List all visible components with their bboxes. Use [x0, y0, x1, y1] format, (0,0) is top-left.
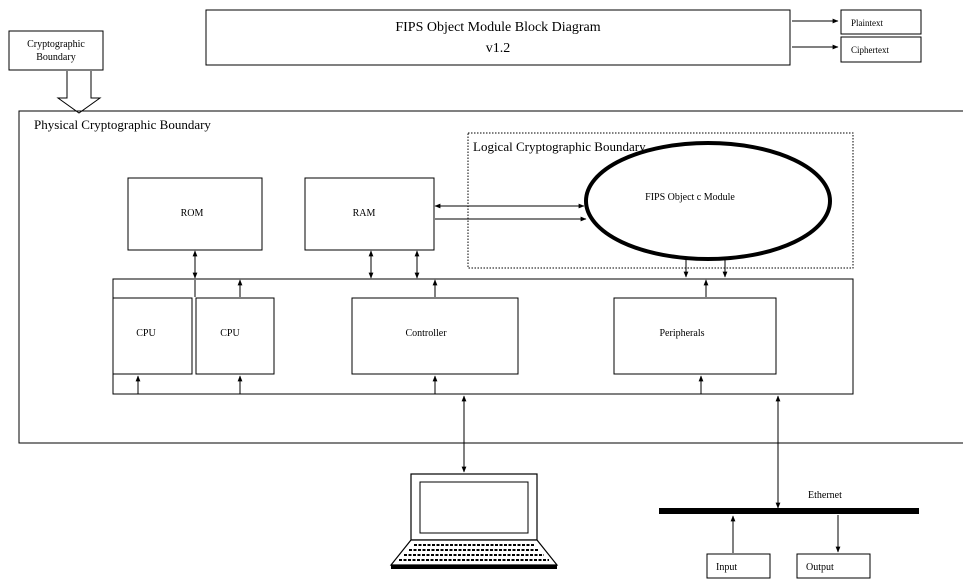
peripherals-label: Peripherals [660, 328, 705, 339]
diagram-version: v1.2 [486, 41, 511, 56]
cpu2-label: CPU [220, 328, 240, 339]
rom-block: ROM [127, 177, 263, 251]
controller-label: Controller [405, 328, 447, 339]
cryptographic-boundary-legend: Cryptographic Boundary [8, 30, 104, 71]
cpu-block-2: CPU [195, 297, 275, 375]
cpu-block-1: CPU [112, 297, 193, 375]
fips-module-label: FIPS Object c Module [645, 192, 735, 203]
peripherals-block: Peripherals [613, 297, 777, 375]
output-box: Output [796, 553, 871, 579]
output-label: Output [806, 562, 834, 573]
ethernet-label: Ethernet [808, 490, 842, 501]
ram-block: RAM [304, 177, 435, 251]
fips-object-module: FIPS Object c Module [584, 141, 832, 261]
rom-label: ROM [181, 208, 204, 219]
laptop-icon [389, 473, 559, 569]
ethernet-bar [659, 508, 919, 514]
logical-boundary-label: Logical Cryptographic Boundary [473, 139, 646, 154]
plaintext-legend-box: Plaintext [840, 9, 922, 35]
cryptographic-boundary-legend-line1: Cryptographic [27, 39, 85, 50]
hollow-down-arrow [56, 71, 102, 114]
plaintext-legend-label: Plaintext [851, 18, 883, 28]
diagram-title: FIPS Object Module Block Diagram [395, 20, 600, 35]
cpu1-label: CPU [136, 328, 156, 339]
ciphertext-legend-box: Ciphertext [840, 36, 922, 63]
cryptographic-boundary-legend-line2: Boundary [36, 52, 75, 63]
logical-cryptographic-boundary [467, 132, 854, 269]
ciphertext-legend-label: Ciphertext [851, 45, 889, 55]
controller-block: Controller [351, 297, 519, 375]
title-box: FIPS Object Module Block Diagram v1.2 [205, 9, 791, 66]
input-box: Input [706, 553, 771, 579]
physical-boundary-label: Physical Cryptographic Boundary [34, 117, 211, 132]
physical-cryptographic-boundary [18, 110, 963, 444]
ram-label: RAM [353, 208, 376, 219]
input-label: Input [716, 562, 737, 573]
